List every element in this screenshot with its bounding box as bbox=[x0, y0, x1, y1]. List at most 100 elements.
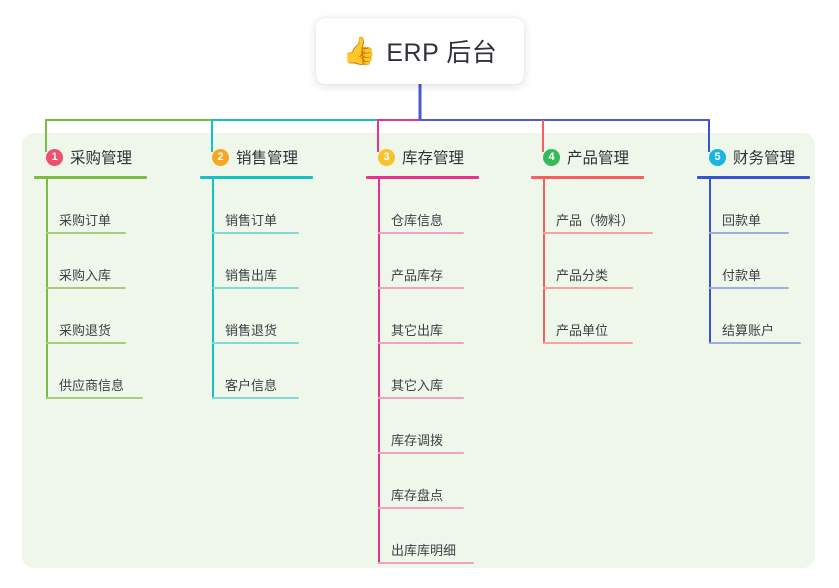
branch-title-3: 库存管理 bbox=[402, 150, 465, 167]
leaf-rule bbox=[709, 232, 789, 234]
leaf-list-1: 采购订单采购入库采购退货供应商信息 bbox=[34, 179, 147, 399]
root-node[interactable]: 👍 ERP 后台 bbox=[316, 18, 524, 84]
leaf-item[interactable]: 库存调拨 bbox=[366, 399, 479, 454]
branch-header-5[interactable]: 5 财务管理 bbox=[697, 145, 810, 169]
leaf-rule bbox=[46, 397, 143, 399]
leaf-item[interactable]: 销售出库 bbox=[200, 234, 313, 289]
leaf-label: 采购入库 bbox=[59, 268, 112, 283]
leaf-rule bbox=[709, 342, 801, 344]
leaf-item[interactable]: 产品分类 bbox=[531, 234, 644, 289]
branch-badge-4: 4 bbox=[543, 148, 560, 166]
leaf-label: 产品单位 bbox=[556, 323, 609, 338]
branch-title-2: 销售管理 bbox=[236, 150, 299, 167]
leaf-label: 销售退货 bbox=[225, 323, 278, 338]
leaf-label: 库存盘点 bbox=[391, 488, 444, 503]
leaf-label: 采购退货 bbox=[59, 323, 112, 338]
leaf-item[interactable]: 其它出库 bbox=[366, 289, 479, 344]
leaf-spine-4 bbox=[543, 179, 545, 344]
branch-column-3: 3 库存管理仓库信息产品库存其它出库其它入库库存调拨库存盘点出库库明细 bbox=[366, 145, 479, 564]
branch-badge-1: 1 bbox=[46, 148, 63, 166]
branch-rule-2 bbox=[200, 176, 313, 179]
branch-badge-5: 5 bbox=[709, 148, 726, 166]
leaf-label: 付款单 bbox=[722, 268, 762, 283]
leaf-label: 供应商信息 bbox=[59, 378, 125, 393]
leaf-label: 客户信息 bbox=[225, 378, 278, 393]
leaf-label: 库存调拨 bbox=[391, 433, 444, 448]
leaf-rule bbox=[543, 342, 633, 344]
branch-rule-5 bbox=[697, 176, 810, 179]
leaf-rule bbox=[543, 232, 653, 234]
leaf-label: 其它入库 bbox=[391, 378, 444, 393]
leaf-item[interactable]: 产品单位 bbox=[531, 289, 644, 344]
branch-badge-2: 2 bbox=[212, 148, 229, 166]
leaf-rule bbox=[212, 287, 299, 289]
leaf-label: 出库库明细 bbox=[391, 543, 457, 558]
leaf-rule bbox=[709, 287, 789, 289]
branch-rule-4 bbox=[531, 176, 644, 179]
leaf-rule bbox=[46, 287, 126, 289]
leaf-list-5: 回款单付款单结算账户 bbox=[697, 179, 810, 344]
leaf-item[interactable]: 出库库明细 bbox=[366, 509, 479, 564]
leaf-spine-2 bbox=[212, 179, 214, 399]
branch-rule-1 bbox=[34, 176, 147, 179]
leaf-label: 销售订单 bbox=[225, 213, 278, 228]
leaf-label: 回款单 bbox=[722, 213, 762, 228]
leaf-item[interactable]: 客户信息 bbox=[200, 344, 313, 399]
leaf-item[interactable]: 采购退货 bbox=[34, 289, 147, 344]
leaf-rule bbox=[378, 342, 464, 344]
leaf-item[interactable]: 库存盘点 bbox=[366, 454, 479, 509]
branch-column-1: 1 采购管理采购订单采购入库采购退货供应商信息 bbox=[34, 145, 147, 399]
leaf-item[interactable]: 产品（物料） bbox=[531, 179, 653, 234]
leaf-item[interactable]: 仓库信息 bbox=[366, 179, 479, 234]
leaf-rule bbox=[378, 562, 474, 564]
leaf-rule bbox=[212, 342, 299, 344]
branch-title-5: 财务管理 bbox=[733, 150, 796, 167]
branch-title-4: 产品管理 bbox=[567, 150, 630, 167]
branch-column-2: 2 销售管理销售订单销售出库销售退货客户信息 bbox=[200, 145, 313, 399]
branch-badge-3: 3 bbox=[378, 148, 395, 166]
leaf-spine-5 bbox=[709, 179, 711, 344]
leaf-item[interactable]: 销售订单 bbox=[200, 179, 313, 234]
leaf-item[interactable]: 销售退货 bbox=[200, 289, 313, 344]
branch-column-5: 5 财务管理回款单付款单结算账户 bbox=[697, 145, 810, 344]
branch-header-2[interactable]: 2 销售管理 bbox=[200, 145, 313, 169]
thumbs-up-icon: 👍 bbox=[342, 35, 377, 66]
branch-header-4[interactable]: 4 产品管理 bbox=[531, 145, 644, 169]
leaf-label: 其它出库 bbox=[391, 323, 444, 338]
leaf-rule bbox=[378, 287, 464, 289]
leaf-label: 采购订单 bbox=[59, 213, 112, 228]
diagram-panel bbox=[22, 133, 815, 568]
leaf-item[interactable]: 付款单 bbox=[697, 234, 810, 289]
leaf-label: 结算账户 bbox=[722, 323, 775, 338]
branch-rule-3 bbox=[366, 176, 479, 179]
leaf-rule bbox=[46, 232, 126, 234]
branch-column-4: 4 产品管理产品（物料） 产品分类产品单位 bbox=[531, 145, 653, 344]
leaf-item[interactable]: 供应商信息 bbox=[34, 344, 147, 399]
leaf-list-4: 产品（物料） 产品分类产品单位 bbox=[531, 179, 653, 344]
leaf-spine-3 bbox=[378, 179, 380, 564]
leaf-item[interactable]: 结算账户 bbox=[697, 289, 810, 344]
leaf-rule bbox=[46, 342, 126, 344]
leaf-list-2: 销售订单销售出库销售退货客户信息 bbox=[200, 179, 313, 399]
leaf-item[interactable]: 回款单 bbox=[697, 179, 810, 234]
leaf-label: 仓库信息 bbox=[391, 213, 444, 228]
leaf-item[interactable]: 其它入库 bbox=[366, 344, 479, 399]
leaf-spine-1 bbox=[46, 179, 48, 399]
leaf-item[interactable]: 产品库存 bbox=[366, 234, 479, 289]
leaf-rule bbox=[378, 232, 464, 234]
root-title: ERP 后台 bbox=[386, 39, 498, 67]
leaf-item[interactable]: 采购入库 bbox=[34, 234, 147, 289]
leaf-rule bbox=[378, 452, 464, 454]
leaf-rule bbox=[378, 507, 464, 509]
leaf-label: 产品分类 bbox=[556, 268, 609, 283]
branch-header-1[interactable]: 1 采购管理 bbox=[34, 145, 147, 169]
branch-header-3[interactable]: 3 库存管理 bbox=[366, 145, 479, 169]
leaf-item[interactable]: 采购订单 bbox=[34, 179, 147, 234]
leaf-rule bbox=[212, 397, 299, 399]
branch-title-1: 采购管理 bbox=[70, 150, 133, 167]
leaf-rule bbox=[378, 397, 464, 399]
leaf-label: 产品（物料） bbox=[556, 213, 635, 228]
leaf-label: 销售出库 bbox=[225, 268, 278, 283]
leaf-list-3: 仓库信息产品库存其它出库其它入库库存调拨库存盘点出库库明细 bbox=[366, 179, 479, 564]
